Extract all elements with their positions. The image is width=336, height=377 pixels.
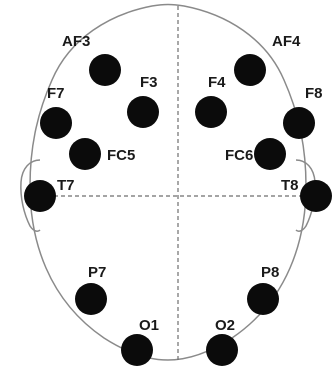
electrode-label-t7: T7 (57, 177, 75, 194)
electrode-label-f3: F3 (140, 74, 158, 91)
electrode-af3: AF3 (62, 33, 121, 86)
electrode-label-t8: T8 (281, 177, 299, 194)
electrode-fc5: FC5 (69, 138, 135, 170)
electrode-dot-fc5 (69, 138, 101, 170)
electrode-label-o1: O1 (139, 317, 159, 334)
electrode-t8: T8 (281, 177, 332, 212)
electrode-p7: P7 (75, 264, 107, 315)
electrode-label-f8: F8 (305, 85, 323, 102)
electrode-dot-p8 (247, 283, 279, 315)
electrode-label-af4: AF4 (272, 33, 301, 50)
electrode-f7: F7 (40, 85, 72, 139)
electrode-f3: F3 (127, 74, 159, 128)
left-ear (20, 159, 41, 232)
electrode-fc6: FC6 (225, 138, 286, 170)
electrode-f4: F4 (195, 74, 227, 128)
electrode-dot-f8 (283, 107, 315, 139)
electrode-label-p7: P7 (88, 264, 106, 281)
electrode-dot-af3 (89, 54, 121, 86)
electrode-label-f7: F7 (47, 85, 65, 102)
electrode-label-fc5: FC5 (107, 147, 135, 164)
electrode-dot-t7 (24, 180, 56, 212)
electrode-label-af3: AF3 (62, 33, 90, 50)
electrode-dot-o1 (121, 334, 153, 366)
electrode-dot-af4 (234, 54, 266, 86)
electrode-dot-f3 (127, 96, 159, 128)
electrode-label-o2: O2 (215, 317, 235, 334)
electrode-dot-t8 (300, 180, 332, 212)
electrode-dot-p7 (75, 283, 107, 315)
electrode-af4: AF4 (234, 33, 301, 86)
electrode-label-p8: P8 (261, 264, 279, 281)
electrode-dot-f4 (195, 96, 227, 128)
electrode-o1: O1 (121, 317, 159, 366)
electrode-dot-f7 (40, 107, 72, 139)
electrode-t7: T7 (24, 177, 75, 212)
electrode-dot-fc6 (254, 138, 286, 170)
electrode-f8: F8 (283, 85, 323, 139)
electrode-label-fc6: FC6 (225, 147, 253, 164)
electrode-o2: O2 (206, 317, 238, 366)
electrode-dot-o2 (206, 334, 238, 366)
head-outline (29, 3, 307, 361)
electrode-p8: P8 (247, 264, 279, 315)
electrode-label-f4: F4 (208, 74, 226, 91)
